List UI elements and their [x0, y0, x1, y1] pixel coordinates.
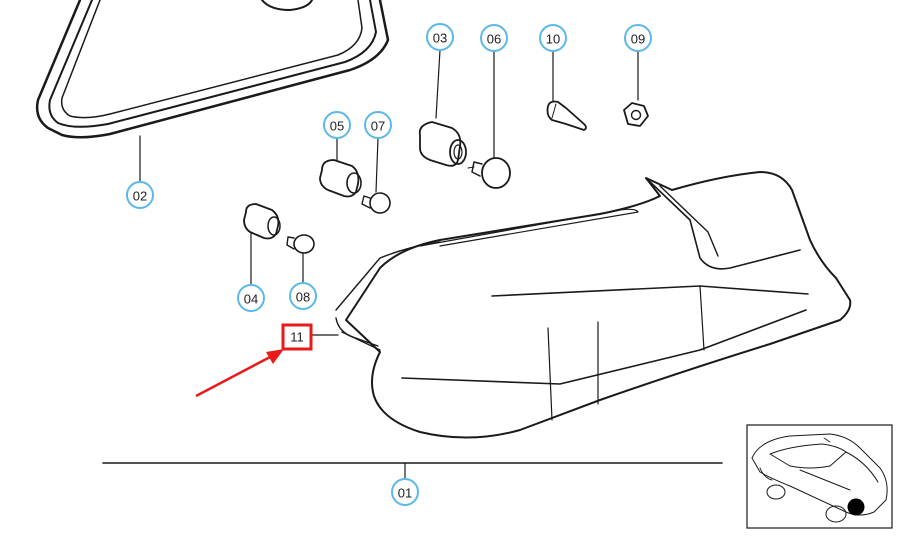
callout-08[interactable]: 08 — [289, 282, 317, 310]
svg-text:11: 11 — [290, 330, 304, 345]
highlight-arrow — [195, 349, 284, 398]
svg-text:03: 03 — [433, 31, 447, 46]
callout-02[interactable]: 02 — [126, 181, 154, 209]
callout-09[interactable]: 09 — [624, 24, 652, 52]
svg-text:06: 06 — [487, 32, 501, 47]
svg-text:10: 10 — [546, 32, 560, 47]
svg-text:09: 09 — [631, 32, 645, 47]
bulb-part-small-08 — [286, 234, 315, 254]
socket-part-small — [243, 203, 281, 240]
bulb-part-small-07 — [361, 192, 391, 214]
callout-10[interactable]: 10 — [539, 24, 567, 52]
taillight-housing-part — [335, 171, 852, 439]
callout-01[interactable]: 01 — [391, 478, 419, 506]
callout-05[interactable]: 05 — [323, 111, 351, 139]
callout-11-highlighted[interactable]: 11 — [281, 323, 313, 351]
nut-part — [623, 102, 649, 127]
vehicle-location-thumbnail — [746, 424, 893, 529]
callout-04[interactable]: 04 — [237, 284, 265, 312]
svg-text:08: 08 — [296, 290, 310, 305]
svg-text:07: 07 — [371, 119, 385, 134]
location-marker — [847, 498, 865, 516]
socket-part-medium — [319, 159, 362, 198]
socket-part-large — [418, 121, 467, 167]
callout-07[interactable]: 07 — [364, 111, 392, 139]
svg-text:01: 01 — [398, 486, 412, 501]
bulb-part-large — [467, 157, 511, 189]
svg-text:04: 04 — [244, 292, 258, 307]
svg-text:05: 05 — [330, 119, 344, 134]
gasket-part — [35, 0, 390, 139]
leader-lines — [139, 49, 639, 480]
svg-text:02: 02 — [133, 189, 147, 204]
bolt-part — [546, 100, 587, 131]
callout-06[interactable]: 06 — [480, 24, 508, 52]
callout-03[interactable]: 03 — [426, 23, 454, 51]
